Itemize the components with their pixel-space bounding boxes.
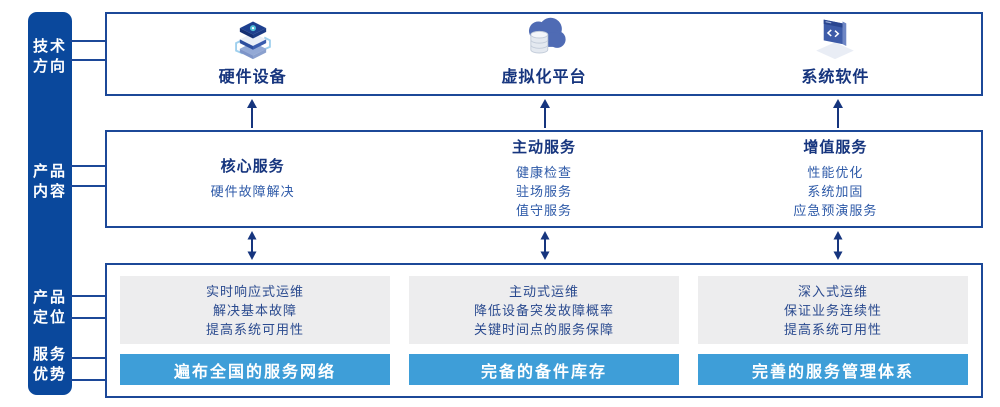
service-item: 值守服务 <box>515 203 572 218</box>
server-stack-icon <box>234 21 271 60</box>
positioning-line: 降低设备突发故障概率 <box>473 302 614 318</box>
positioning-description: 深入式运维 保证业务连续性 提高系统可用性 <box>698 276 968 344</box>
positioning-column-indepth: 深入式运维 保证业务连续性 提高系统可用性 完善的服务管理体系 <box>698 276 968 385</box>
positioning-line: 实时响应式运维 <box>205 283 304 299</box>
tech-item-label: 系统软件 <box>801 69 870 86</box>
advantage-bar: 完善的服务管理体系 <box>698 354 968 385</box>
up-arrow-icon <box>540 99 550 128</box>
sidebar-label-line: 定位 <box>32 309 67 326</box>
positioning-column-realtime: 实时响应式运维 解决基本故障 提高系统可用性 遍布全国的服务网络 <box>120 276 390 385</box>
sidebar-label-line: 内容 <box>32 183 67 200</box>
service-item: 驻场服务 <box>515 184 572 199</box>
connector-line <box>70 165 107 167</box>
product-content-panel: 核心服务 硬件故障解决 主动服务 健康检查 驻场服务 值守服务 增值服务 性能优… <box>105 130 983 228</box>
sidebar-label-line: 服务 <box>32 346 67 363</box>
positioning-line: 解决基本故障 <box>212 302 297 318</box>
service-column-title: 增值服务 <box>803 139 868 156</box>
advantage-bar: 遍布全国的服务网络 <box>120 354 390 385</box>
service-column-core: 核心服务 硬件故障解决 <box>107 132 398 226</box>
service-item: 健康检查 <box>515 165 572 180</box>
positioning-line: 提高系统可用性 <box>783 321 882 337</box>
tech-item-virtualization: 虚拟化平台 <box>398 14 689 94</box>
sidebar-label-product-positioning: 产品 定位 <box>28 288 72 328</box>
service-column-proactive: 主动服务 健康检查 驻场服务 值守服务 <box>398 132 689 226</box>
category-sidebar: 技术 方向 产品 内容 产品 定位 服务 优势 <box>28 12 72 395</box>
double-arrow-icon <box>540 231 550 260</box>
positioning-description: 实时响应式运维 解决基本故障 提高系统可用性 <box>120 276 390 344</box>
positioning-line: 提高系统可用性 <box>205 321 304 337</box>
tech-direction-panel: 硬件设备 虚拟化平台 <box>105 12 983 96</box>
up-arrow-icon <box>833 99 843 128</box>
service-item: 硬件故障解决 <box>210 184 295 199</box>
connector-line <box>70 40 107 42</box>
product-positioning-panel: 实时响应式运维 解决基本故障 提高系统可用性 遍布全国的服务网络 主动式运维 降… <box>105 263 983 398</box>
sidebar-label-product-content: 产品 内容 <box>28 162 72 202</box>
tech-item-label: 虚拟化平台 <box>501 69 587 86</box>
sidebar-label-line: 产品 <box>32 163 67 180</box>
advantage-bar: 完备的备件库存 <box>409 354 679 385</box>
connector-line <box>70 59 107 61</box>
cloud-database-icon <box>528 17 566 54</box>
tech-item-label: 硬件设备 <box>218 69 287 86</box>
sidebar-label-line: 优势 <box>32 366 67 383</box>
tech-item-system-software: 系统软件 <box>690 14 981 94</box>
connector-line <box>70 357 107 359</box>
connector-line <box>70 379 107 381</box>
sidebar-label-tech-direction: 技术 方向 <box>28 37 72 77</box>
sidebar-label-line: 技术 <box>32 38 67 55</box>
positioning-description: 主动式运维 降低设备突发故障概率 关键时间点的服务保障 <box>409 276 679 344</box>
double-arrow-icon <box>833 231 843 260</box>
positioning-line: 主动式运维 <box>508 283 579 299</box>
connector-line <box>70 317 107 319</box>
connector-line <box>70 295 107 297</box>
tech-item-hardware: 硬件设备 <box>107 14 398 94</box>
service-item: 系统加固 <box>807 184 864 199</box>
service-column-value-added: 增值服务 性能优化 系统加固 应急预演服务 <box>690 132 981 226</box>
sidebar-label-service-advantage: 服务 优势 <box>28 345 72 385</box>
positioning-line: 保证业务连续性 <box>783 302 882 318</box>
service-item: 性能优化 <box>807 165 864 180</box>
up-arrow-icon <box>247 99 257 128</box>
sidebar-label-line: 产品 <box>32 289 67 306</box>
service-column-title: 核心服务 <box>220 158 285 175</box>
sidebar-label-line: 方向 <box>32 58 67 75</box>
code-window-icon <box>816 19 855 60</box>
service-item: 应急预演服务 <box>793 203 878 218</box>
service-column-title: 主动服务 <box>511 139 576 156</box>
positioning-line: 关键时间点的服务保障 <box>473 321 614 337</box>
positioning-column-proactive: 主动式运维 降低设备突发故障概率 关键时间点的服务保障 完备的备件库存 <box>409 276 679 385</box>
positioning-line: 深入式运维 <box>797 283 868 299</box>
double-arrow-icon <box>247 231 257 260</box>
connector-line <box>70 185 107 187</box>
